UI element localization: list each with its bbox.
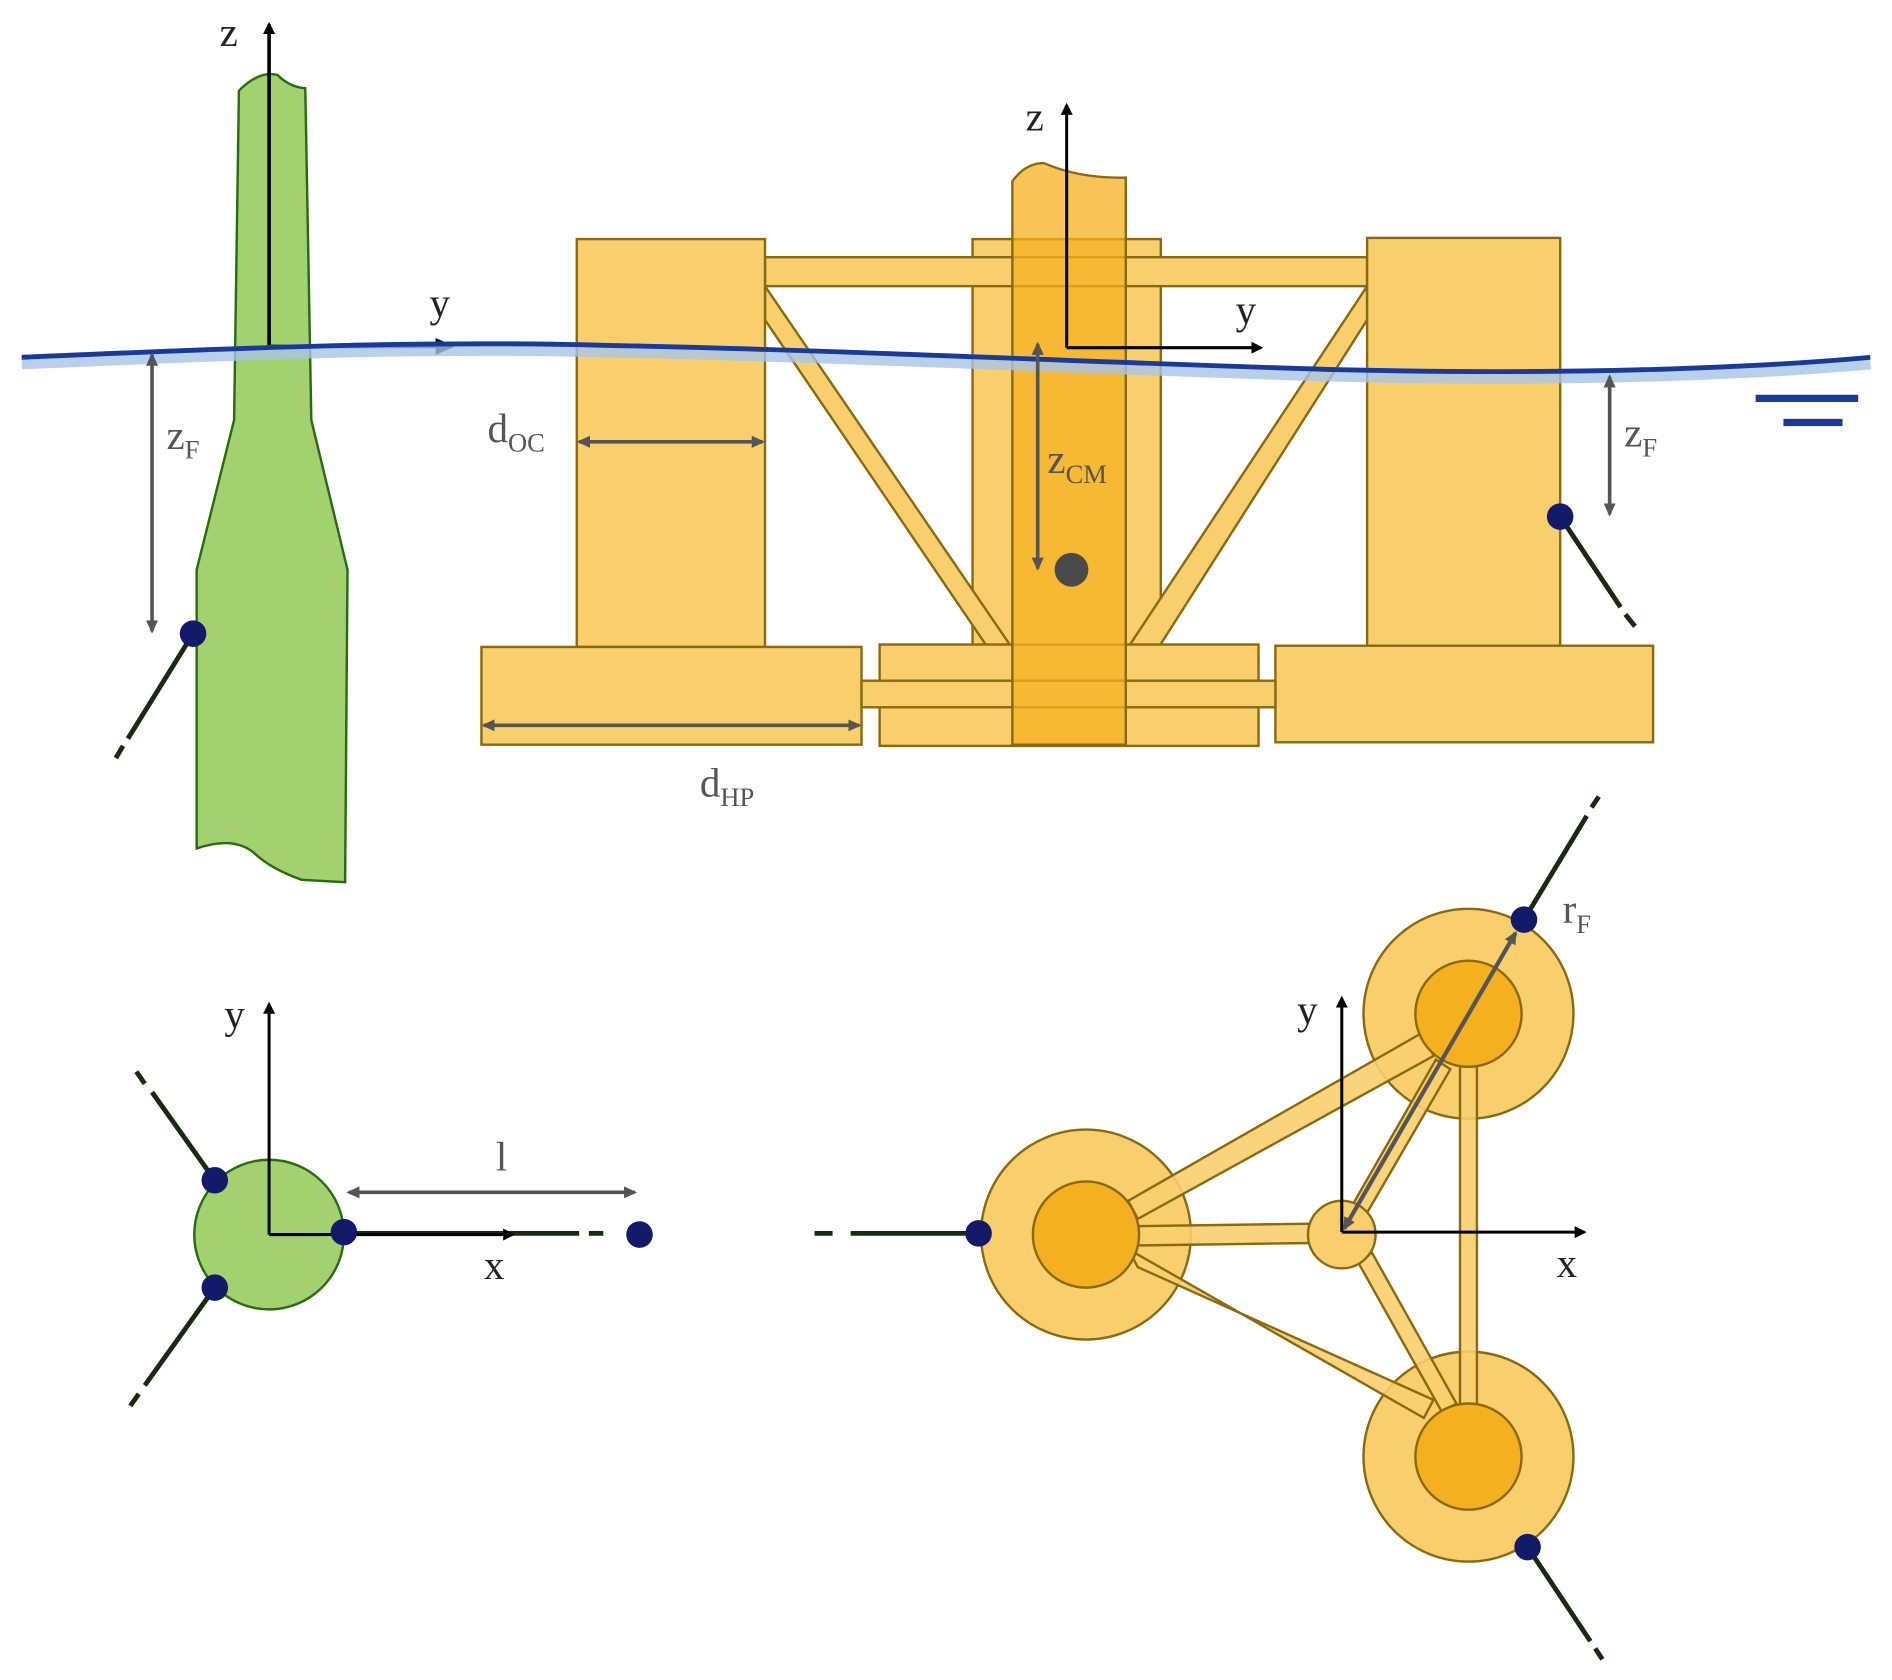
fairlead [965, 1220, 992, 1247]
spar-fairlead [179, 620, 207, 647]
left-heave-plate [480, 645, 863, 746]
right-heave-plate [1274, 644, 1655, 744]
rF-arrow [1342, 930, 1518, 1231]
brace [1126, 1030, 1435, 1221]
y-axis-label: y [1236, 287, 1257, 333]
semisub-fairlead [1546, 503, 1574, 530]
line-length-label: l [496, 1134, 507, 1180]
fairlead [330, 1218, 358, 1246]
semisub-top-view: y x rF [814, 795, 1605, 1661]
brace [1125, 1245, 1436, 1420]
spar-hull [195, 72, 349, 884]
brace [1458, 1060, 1479, 1408]
dimensions-side [146, 341, 1616, 732]
y-axis-label: y [430, 279, 451, 325]
anchor-point [626, 1221, 653, 1248]
y-axis-label: y [224, 991, 245, 1037]
water-line [21, 341, 1871, 375]
semisub-side-view [480, 161, 1655, 748]
offset-column-inner [1414, 1402, 1523, 1511]
dOC-label: dOC [487, 405, 544, 458]
center-of-mass-marker [1054, 552, 1089, 587]
water-surface [21, 341, 1871, 427]
right-offset-column [1365, 236, 1562, 647]
fairlead [201, 1274, 229, 1301]
x-axis-label: x [1557, 1240, 1578, 1286]
z-axis-label: z [220, 9, 238, 55]
x-axis-label: x [484, 1242, 505, 1288]
fairlead [1510, 906, 1538, 933]
spar-top-view: l y x [128, 991, 653, 1408]
spar-side-view: z y [195, 9, 455, 884]
mooring-lines-side [113, 515, 1637, 760]
zCM-label: zCM [1047, 436, 1107, 489]
rF-label: rF [1563, 886, 1591, 939]
tower [1011, 161, 1127, 746]
semisub-zF-label: zF [1624, 410, 1657, 463]
brace [1136, 1222, 1312, 1247]
dHP-label: dHP [700, 760, 754, 813]
fairlead [201, 1166, 229, 1194]
offset-column-inner [1031, 1180, 1141, 1289]
z-axis-label: z [1026, 94, 1044, 140]
spar-zF-label: zF [167, 412, 200, 465]
semisub-axes: z y [1026, 94, 1264, 354]
fairlead [1514, 1533, 1541, 1561]
y-axis-label: y [1297, 986, 1318, 1032]
